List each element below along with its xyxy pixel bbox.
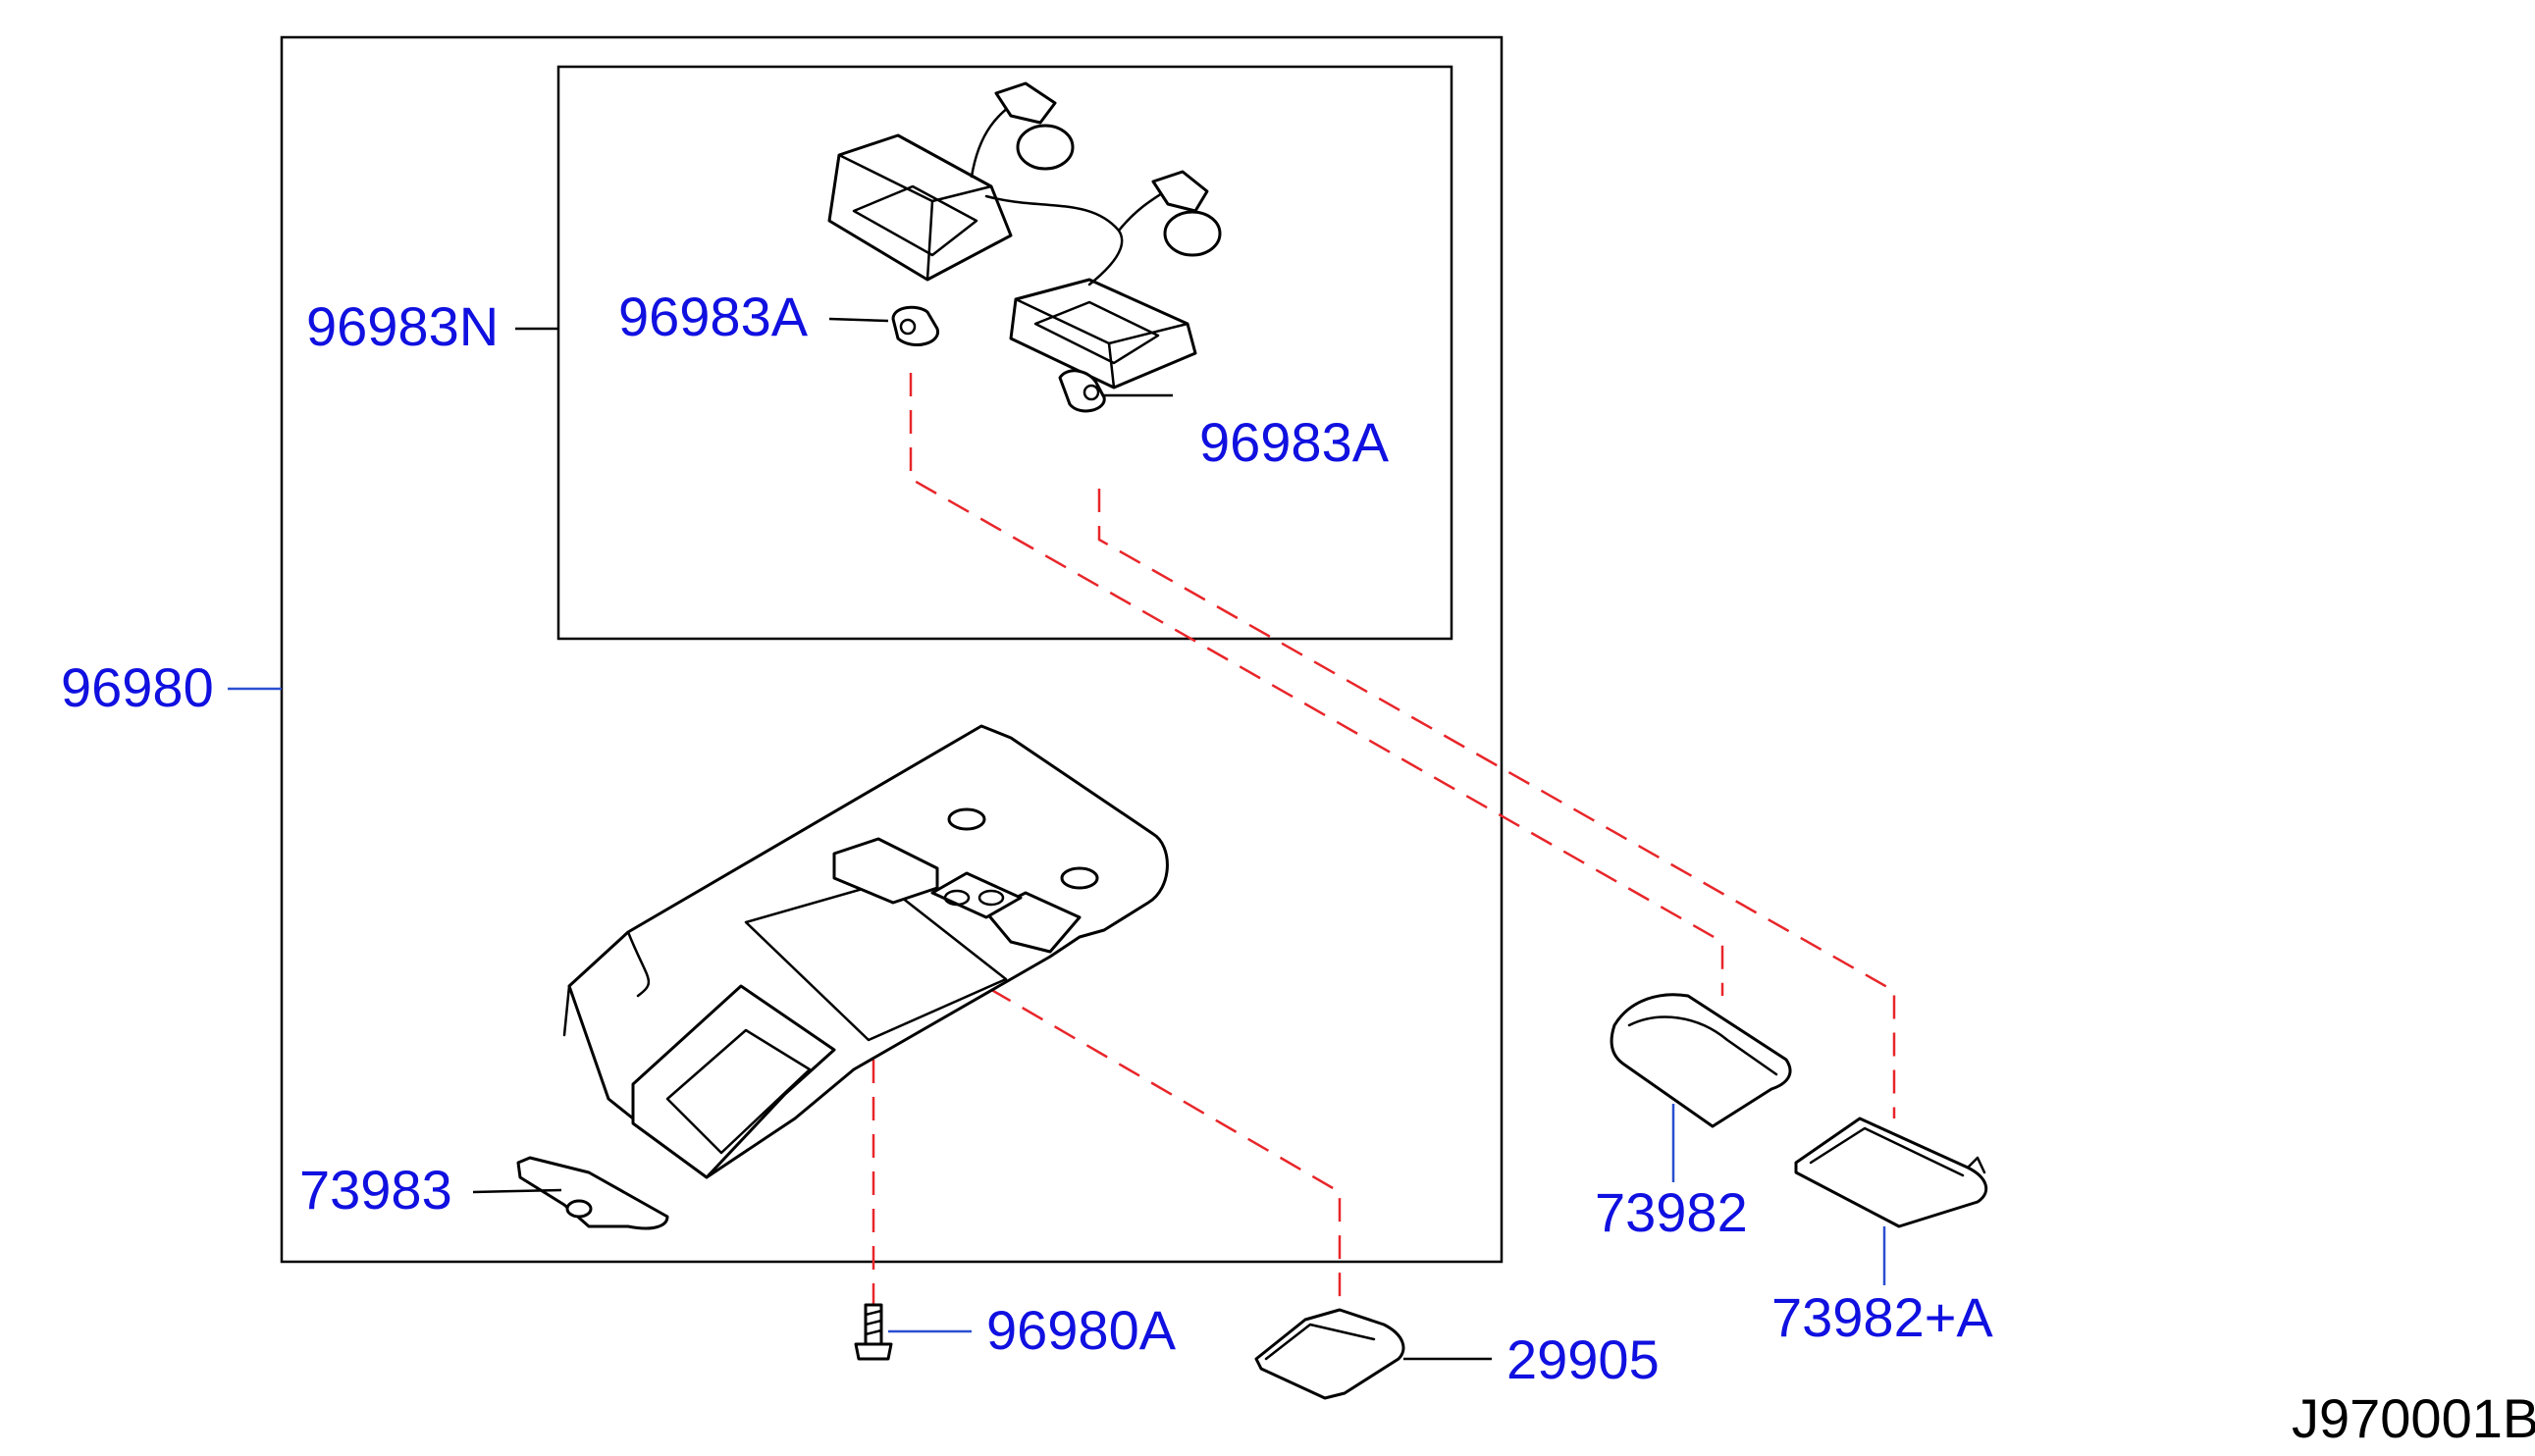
label-73982: 73982 xyxy=(1595,1181,1748,1243)
leader-clip xyxy=(472,1188,562,1194)
leader-lines xyxy=(228,317,1886,1361)
lamp-housing-right xyxy=(1009,278,1197,390)
lamp-housing-left xyxy=(827,133,1013,282)
clip-drawing xyxy=(516,1156,669,1230)
bulb-right-drawing xyxy=(1058,369,1106,413)
connector-lower xyxy=(1151,170,1209,213)
console-button-left xyxy=(832,837,939,905)
label-96983N: 96983N xyxy=(306,295,499,357)
connector-plug-upper xyxy=(1016,124,1075,171)
alignment-lines xyxy=(871,373,1896,1305)
label-96980: 96980 xyxy=(61,656,214,718)
switch-cover-drawing xyxy=(1254,1308,1405,1400)
console-hole-right xyxy=(1060,866,1099,890)
label-73982-A: 73982+A xyxy=(1771,1286,1993,1348)
connector-plug-lower xyxy=(1163,210,1222,257)
leader-bulb-left xyxy=(828,317,889,323)
harness-subframe xyxy=(556,65,1453,641)
alignment-line-switch xyxy=(975,922,1342,1305)
label-29905: 29905 xyxy=(1506,1328,1660,1390)
alignment-line-bulb-right xyxy=(1097,489,1896,1118)
console-hole-left xyxy=(947,807,986,831)
connector-upper xyxy=(994,81,1057,125)
reference-code: J970001B xyxy=(2292,1387,2535,1449)
lens-right-drawing xyxy=(1794,1117,1988,1228)
label-73983: 73983 xyxy=(299,1159,452,1221)
label-96980A: 96980A xyxy=(986,1299,1177,1361)
label-bulb-left: 96983A xyxy=(618,286,809,347)
console-switch-slot xyxy=(930,871,1023,919)
lens-left-drawing xyxy=(1610,993,1792,1128)
screw-drawing xyxy=(854,1303,893,1361)
alignment-line-bulb-left xyxy=(909,373,1724,996)
label-bulb-right: 96983A xyxy=(1199,411,1390,473)
console-drawing xyxy=(562,724,1169,1179)
lamp-harness-drawing xyxy=(827,81,1222,413)
assembly-frame xyxy=(280,35,1504,1264)
